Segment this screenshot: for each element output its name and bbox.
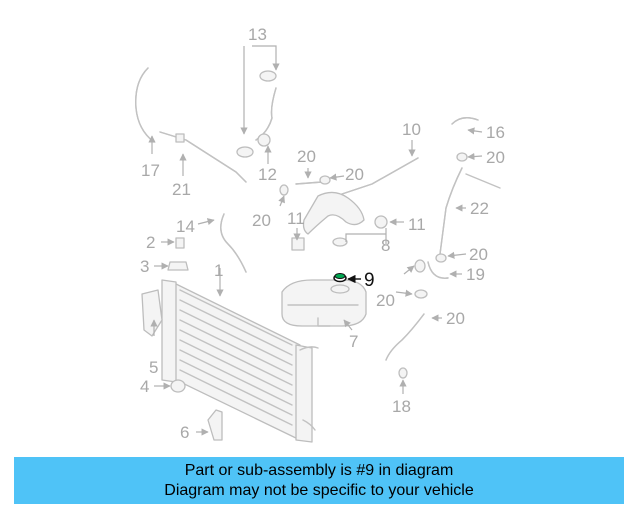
callout-14: 14 [176,217,195,236]
leader-lines [148,45,483,436]
callout-4: 4 [140,377,149,396]
callout-9: 9 [364,270,375,291]
part-9-cap [333,273,361,284]
callout-6: 6 [180,423,189,442]
pipe-22-part [439,152,501,255]
callout-1: 1 [214,261,223,280]
mount-3-part [167,261,189,271]
callout-15: 17 [141,161,160,180]
callout-20-b: 20 [486,148,505,167]
callout-20-d: 20 [469,245,488,264]
callout-10: 10 [402,120,421,139]
callout-21: 21 [172,180,191,199]
callout-12: 12 [258,165,277,184]
callout-18: 20 [297,147,316,166]
clip-11-part [291,237,305,251]
pipe-21-part [159,131,247,183]
hose-15-part [135,67,155,143]
hose-17-part [427,253,449,279]
callout-11-a: 11 [408,215,426,234]
hose-13-part [236,70,277,158]
hose-16-part [451,117,479,125]
expansion-tank-part [281,279,367,327]
banner-line-2: Diagram may not be specific to your vehi… [164,482,474,499]
callout-20-f: 18 [392,397,411,416]
callout-7: 7 [349,332,358,351]
banner-line-1: Part or sub-assembly is #9 in diagram [184,462,454,479]
callout-19: 20 [446,309,465,328]
callout-2: 2 [146,233,155,252]
hose-19-part [385,313,425,361]
callout-13: 13 [248,25,267,44]
bracket-6-part [207,409,223,441]
bracket-5-part [141,289,163,337]
callout-20-a: 20 [345,165,364,184]
housing-8-part [302,191,388,247]
callout-17: 19 [466,265,485,284]
parts-diagram: 13 17 21 12 20 20 10 16 20 22 11 11 20 1… [135,25,505,443]
info-banner: Part or sub-assembly is #9 in diagram Di… [14,457,624,504]
mount-4-part [170,379,186,393]
clamp-20-parts [279,184,428,379]
callout-22: 22 [470,199,489,218]
callout-3: 3 [140,257,149,276]
radiator-part [161,279,319,443]
callout-16: 16 [486,123,505,142]
callout-20-c: 20 [252,211,271,230]
hose-18-part [295,175,331,185]
callout-labels: 13 17 21 12 20 20 10 16 20 22 11 11 20 1… [140,25,505,442]
callout-11-b: 11 [287,209,305,228]
callout-5: 5 [149,358,158,377]
sensor-2-part [175,237,185,249]
callout-8: 8 [381,236,390,255]
hose-14-part [220,213,247,273]
callout-20-e: 20 [376,291,395,310]
